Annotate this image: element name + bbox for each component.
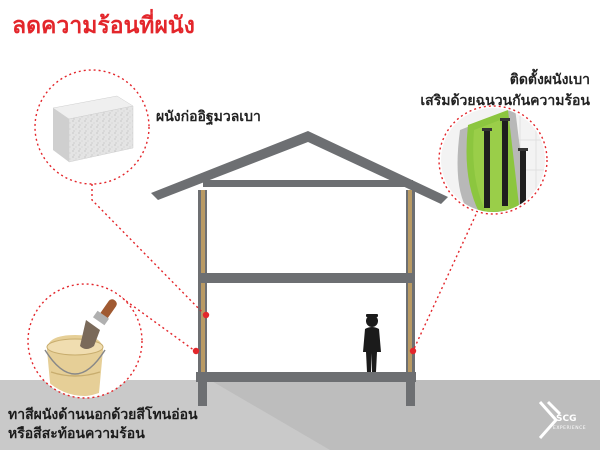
insulation-panel-icon [441, 108, 545, 212]
roof [151, 131, 448, 204]
label-insulation-line2: เสริมด้วยฉนวนกันความร้อน [420, 93, 590, 109]
leader-insulation [412, 209, 479, 352]
right-wall-upper [408, 190, 412, 273]
leader-lines [91, 184, 479, 352]
ceiling-beam [203, 180, 413, 187]
logo-subtext: EXPERIENCE [553, 426, 587, 431]
person-icon [363, 314, 381, 372]
label-paint-line1: ทาสีผนังด้านนอกด้วยสีโทนอ่อน [8, 407, 198, 423]
callout-insulation [438, 105, 548, 215]
insulation-dot [409, 347, 417, 355]
leader-wall-block [91, 184, 206, 316]
callout-wall-block [34, 69, 150, 185]
right-wall-lower [408, 283, 412, 372]
paint-brush-icon [80, 299, 117, 349]
wall-dot [202, 311, 210, 319]
logo-text: SCG [556, 414, 577, 424]
ground-shadow [210, 380, 600, 450]
left-wall-lower [201, 283, 205, 372]
ground-floor-slab [196, 372, 416, 382]
left-wall-upper [201, 190, 205, 273]
lightweight-block-icon [52, 95, 134, 163]
page-title: ลดความร้อนที่ผนัง [12, 13, 195, 39]
second-floor-slab [198, 273, 415, 283]
paint-dot [192, 347, 200, 355]
leader-paint [121, 297, 196, 352]
label-lightweight-block-wall: ผนังก่ออิฐมวลเบา [156, 109, 261, 125]
callout-paint [27, 283, 143, 399]
label-insulation: ติดตั้งผนังเบา เสริมด้วยฉนวนกันความร้อน [420, 70, 590, 112]
label-light-paint: ทาสีผนังด้านนอกด้วยสีโทนอ่อน หรือสีสะท้อ… [8, 406, 198, 444]
scg-logo-icon [538, 400, 562, 439]
label-paint-line2: หรือสีสะท้อนความร้อน [8, 426, 145, 442]
label-insulation-line1: ติดตั้งผนังเบา [509, 72, 590, 88]
house-cross-section [151, 131, 448, 406]
